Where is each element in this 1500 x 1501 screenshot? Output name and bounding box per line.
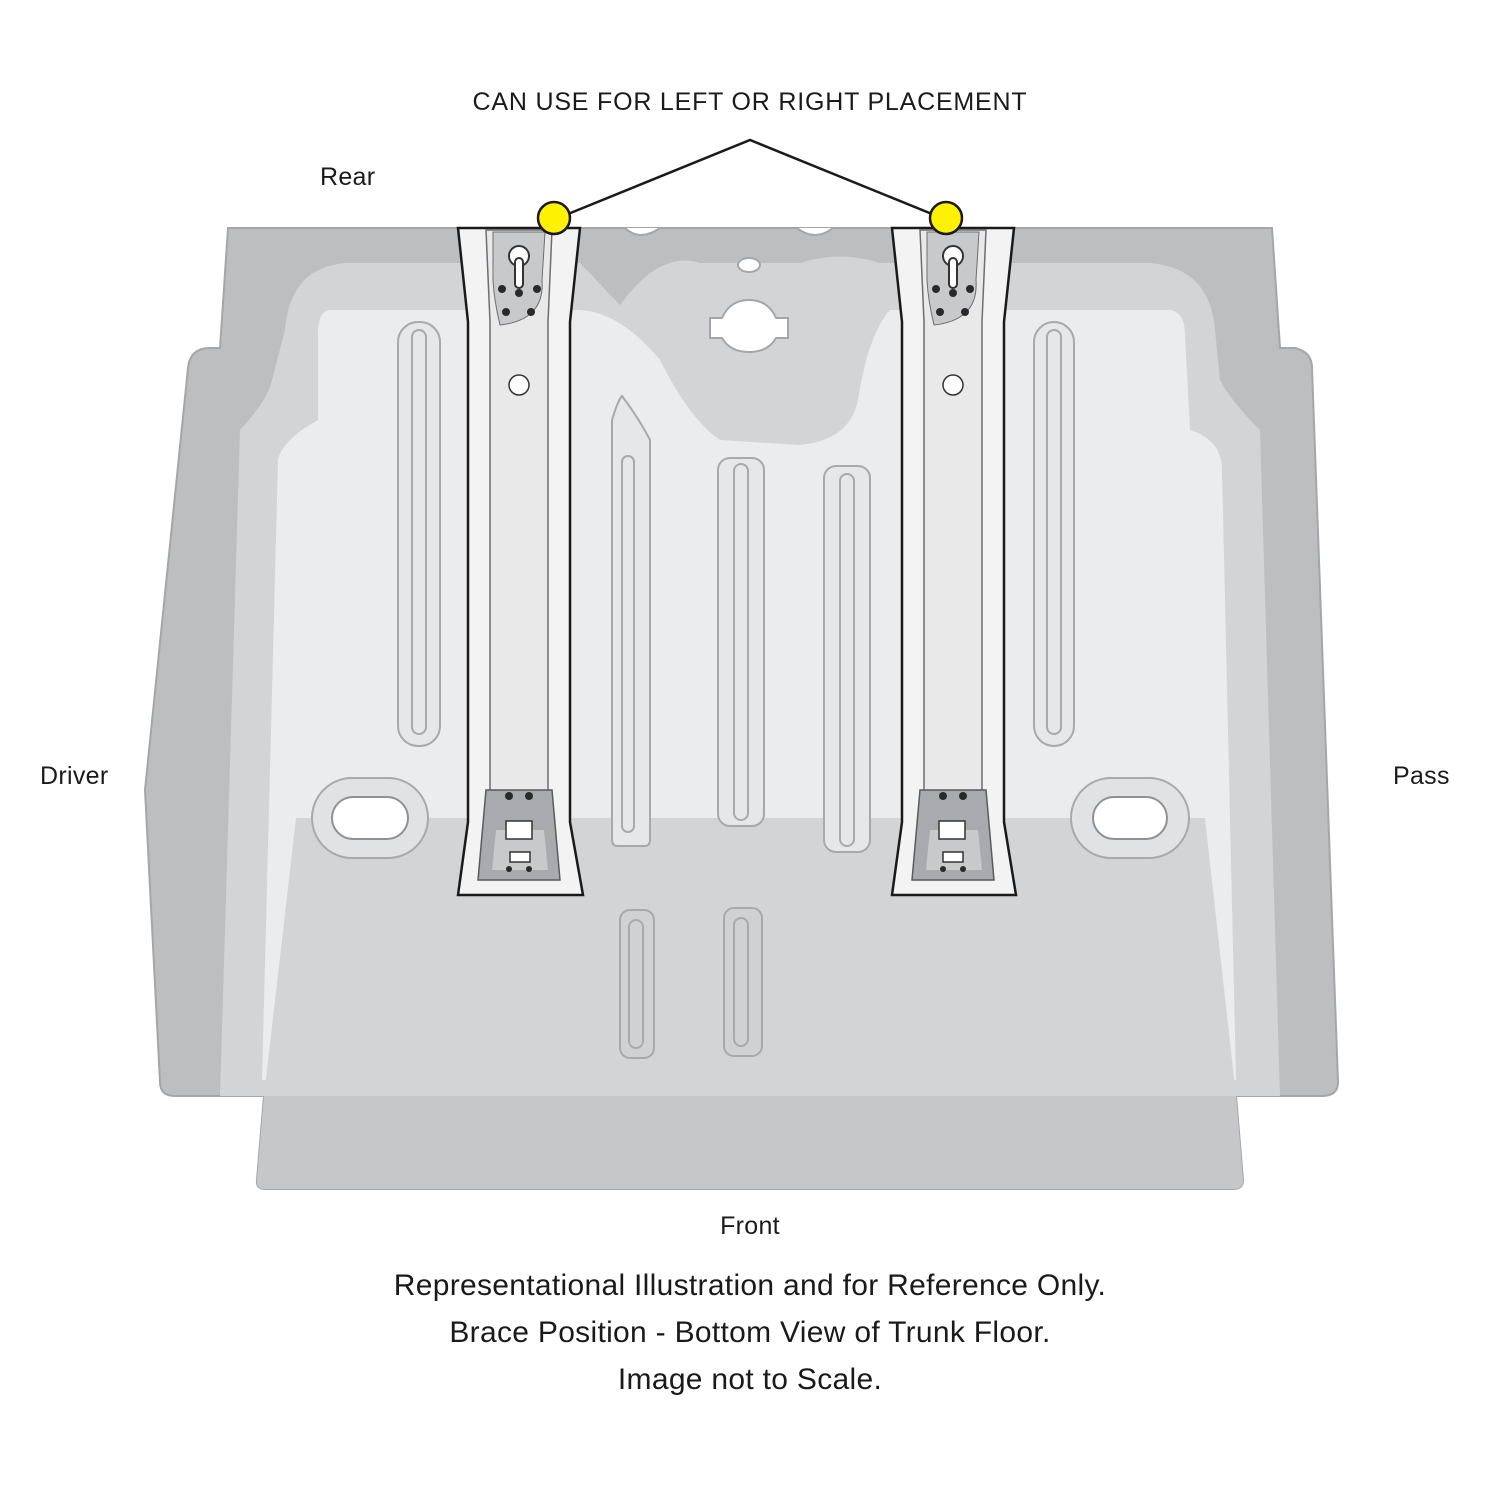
callout-leader-line — [567, 138, 933, 216]
brace-right — [890, 226, 1018, 897]
access-hole-pass — [1092, 796, 1168, 840]
spare-tire-mount-hole — [709, 298, 789, 354]
floor-rib — [619, 909, 655, 1059]
callout-label: CAN USE FOR LEFT OR RIGHT PLACEMENT — [472, 88, 1028, 116]
caption-line-2: Brace Position - Bottom View of Trunk Fl… — [449, 1316, 1051, 1349]
driver-label: Driver — [40, 762, 109, 790]
rear-edge-notch — [624, 227, 661, 236]
floor-rib — [411, 329, 427, 735]
caption-line-1: Representational Illustration and for Re… — [393, 1269, 1107, 1302]
floor-rib — [733, 463, 749, 821]
pass-label: Pass — [1393, 762, 1450, 790]
floor-rib — [628, 919, 644, 1049]
rear-edge-notch — [796, 227, 834, 236]
floor-rib — [1033, 321, 1075, 747]
floor-rib — [397, 321, 441, 747]
floor-rib — [1046, 329, 1062, 735]
floor-rib — [723, 907, 763, 1057]
front-label: Front — [720, 1212, 780, 1240]
placement-marker-left — [536, 200, 572, 236]
floor-rib — [733, 917, 749, 1047]
drain-hole — [737, 257, 761, 273]
floor-rib — [717, 457, 765, 827]
caption: Representational Illustration and for Re… — [0, 1262, 1500, 1403]
trunk-floor-front-step — [256, 1096, 1243, 1189]
floor-rib — [621, 455, 635, 833]
caption-line-3: Image not to Scale. — [617, 1363, 883, 1396]
brace-left — [456, 226, 585, 897]
floor-rib — [611, 394, 651, 847]
access-hole-driver — [331, 796, 409, 840]
floor-rib — [823, 465, 871, 853]
rear-label: Rear — [320, 163, 376, 191]
placement-marker-right — [928, 200, 964, 236]
floor-rib — [839, 473, 855, 847]
